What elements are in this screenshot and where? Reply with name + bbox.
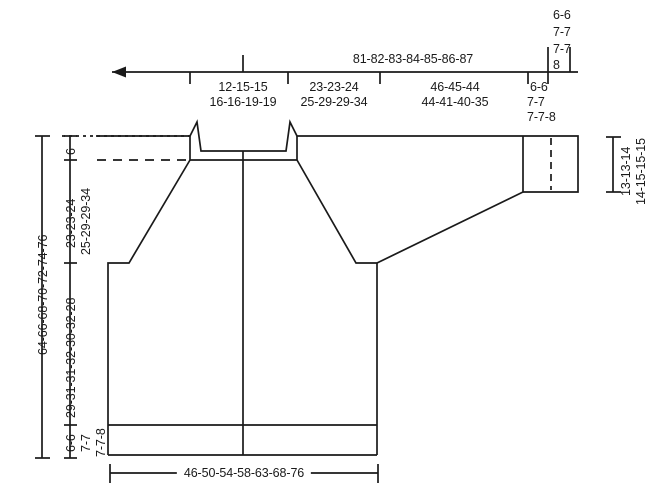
bottom-ruler-label: 46-50-54-58-63-68-76 [176, 466, 312, 480]
top-ruler-axis [112, 47, 578, 84]
far-right-line1: 6-6 [553, 8, 571, 22]
top-span-total-label: 81-82-83-84-85-86-87 [352, 52, 474, 66]
top-segment-front-line2: 16-16-19-19 [209, 95, 277, 109]
left-neck-depth-label: 6 [64, 148, 78, 155]
far-right-line3: 7-7 [553, 42, 571, 56]
left-total-label: 64-66-68-70-72-74-76 [36, 234, 50, 355]
right-ruler-label-line1: 13-13-14 [619, 146, 633, 196]
far-right-line2: 7-7 [553, 25, 571, 39]
left-hem-label-line3: 7-7-8 [94, 428, 108, 457]
far-right-line4: 8 [553, 58, 560, 72]
left-hem-label-line1: 6-6 [64, 434, 78, 452]
left-yoke-label-line2: 25-29-29-34 [79, 187, 93, 255]
right-ruler-axis [606, 136, 621, 193]
top-segment-front-line1: 12-15-15 [218, 80, 268, 94]
right-ruler-label-line2: 14-15-15-15 [634, 137, 648, 205]
top-segment-cuff-line2: 7-7 [527, 95, 545, 109]
top-segment-cuff-line3: 7-7-8 [527, 110, 556, 124]
top-segment-side-line2: 25-29-29-34 [300, 95, 368, 109]
top-segment-side-line1: 23-23-24 [309, 80, 359, 94]
left-body-label: 29-31-31-32-30-32-28 [64, 297, 78, 418]
left-hem-label-line2: 7-7 [79, 434, 93, 452]
top-segment-cuff-line1: 6-6 [530, 80, 548, 94]
top-segment-back-line2: 44-41-40-35 [421, 95, 489, 109]
top-segment-back-line1: 46-45-44 [430, 80, 480, 94]
left-yoke-label-line1: 23-23-24 [64, 198, 78, 248]
